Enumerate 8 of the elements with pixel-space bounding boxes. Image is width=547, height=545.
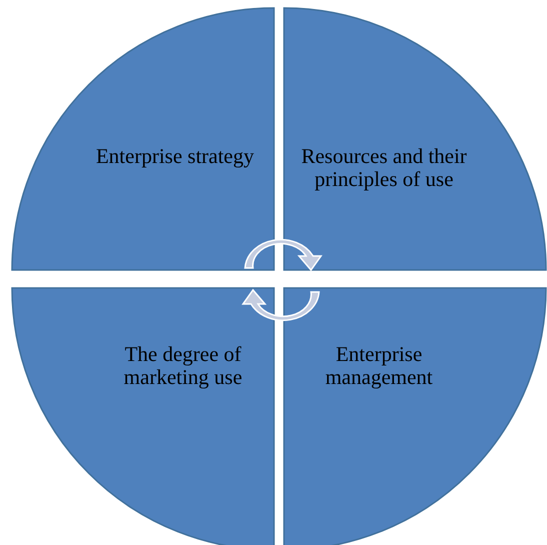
- quadrant-segment: [11, 7, 275, 271]
- quadrant-segment: [283, 7, 547, 271]
- segment-label: Resources and their principles of use: [300, 145, 468, 192]
- segment-label: The degree of marketing use: [122, 343, 244, 390]
- segment-label: Enterprise management: [324, 343, 434, 390]
- segment-label: Enterprise strategy: [94, 145, 256, 168]
- quadrant-segment: [283, 287, 547, 545]
- quadrant-segment: [11, 287, 275, 545]
